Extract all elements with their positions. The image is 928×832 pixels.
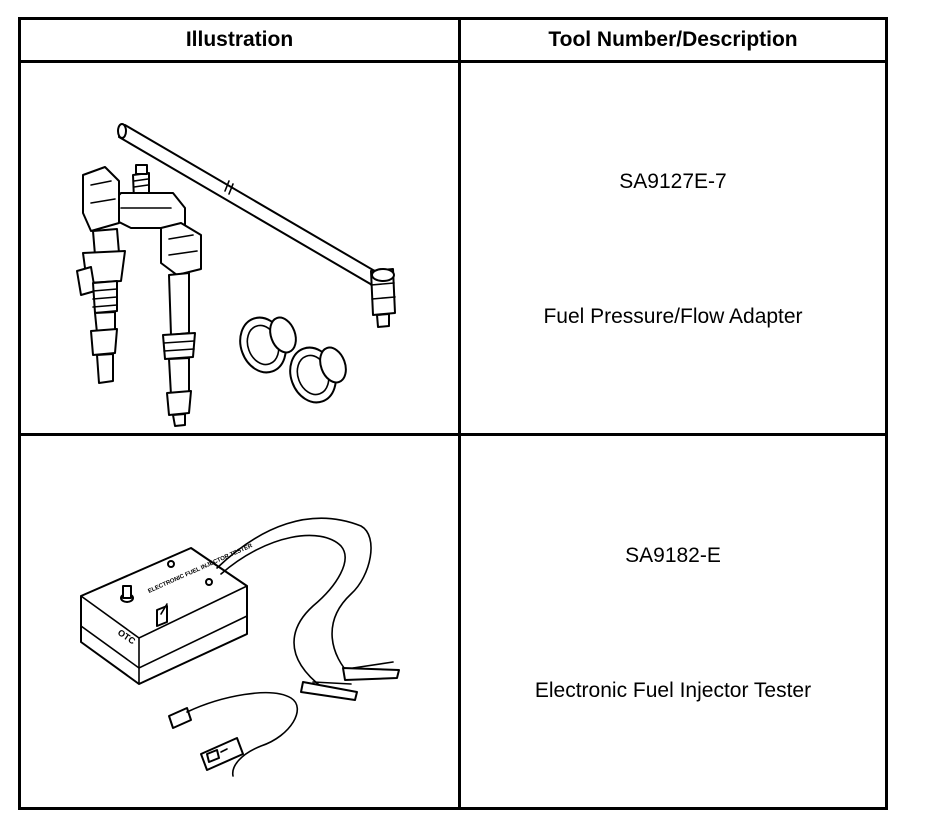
tool-description: Fuel Pressure/Flow Adapter bbox=[543, 305, 803, 328]
header-illustration: Illustration bbox=[185, 28, 294, 51]
tool-description: Electronic Fuel Injector Tester bbox=[534, 679, 812, 702]
fuel-injector-tester-icon: ELECTRONIC FUEL INJECTOR TESTER OTC bbox=[21, 436, 458, 807]
tool-table: Illustration Tool Number/Description SA9… bbox=[18, 17, 888, 810]
header-tool-number-description: Tool Number/Description bbox=[548, 28, 798, 51]
fuel-pressure-flow-adapter-icon bbox=[21, 63, 458, 433]
tool-number: SA9182-E bbox=[625, 544, 721, 567]
row-divider bbox=[21, 433, 885, 436]
tool-number: SA9127E-7 bbox=[619, 170, 727, 193]
column-divider bbox=[458, 20, 461, 807]
header-divider bbox=[21, 60, 885, 63]
